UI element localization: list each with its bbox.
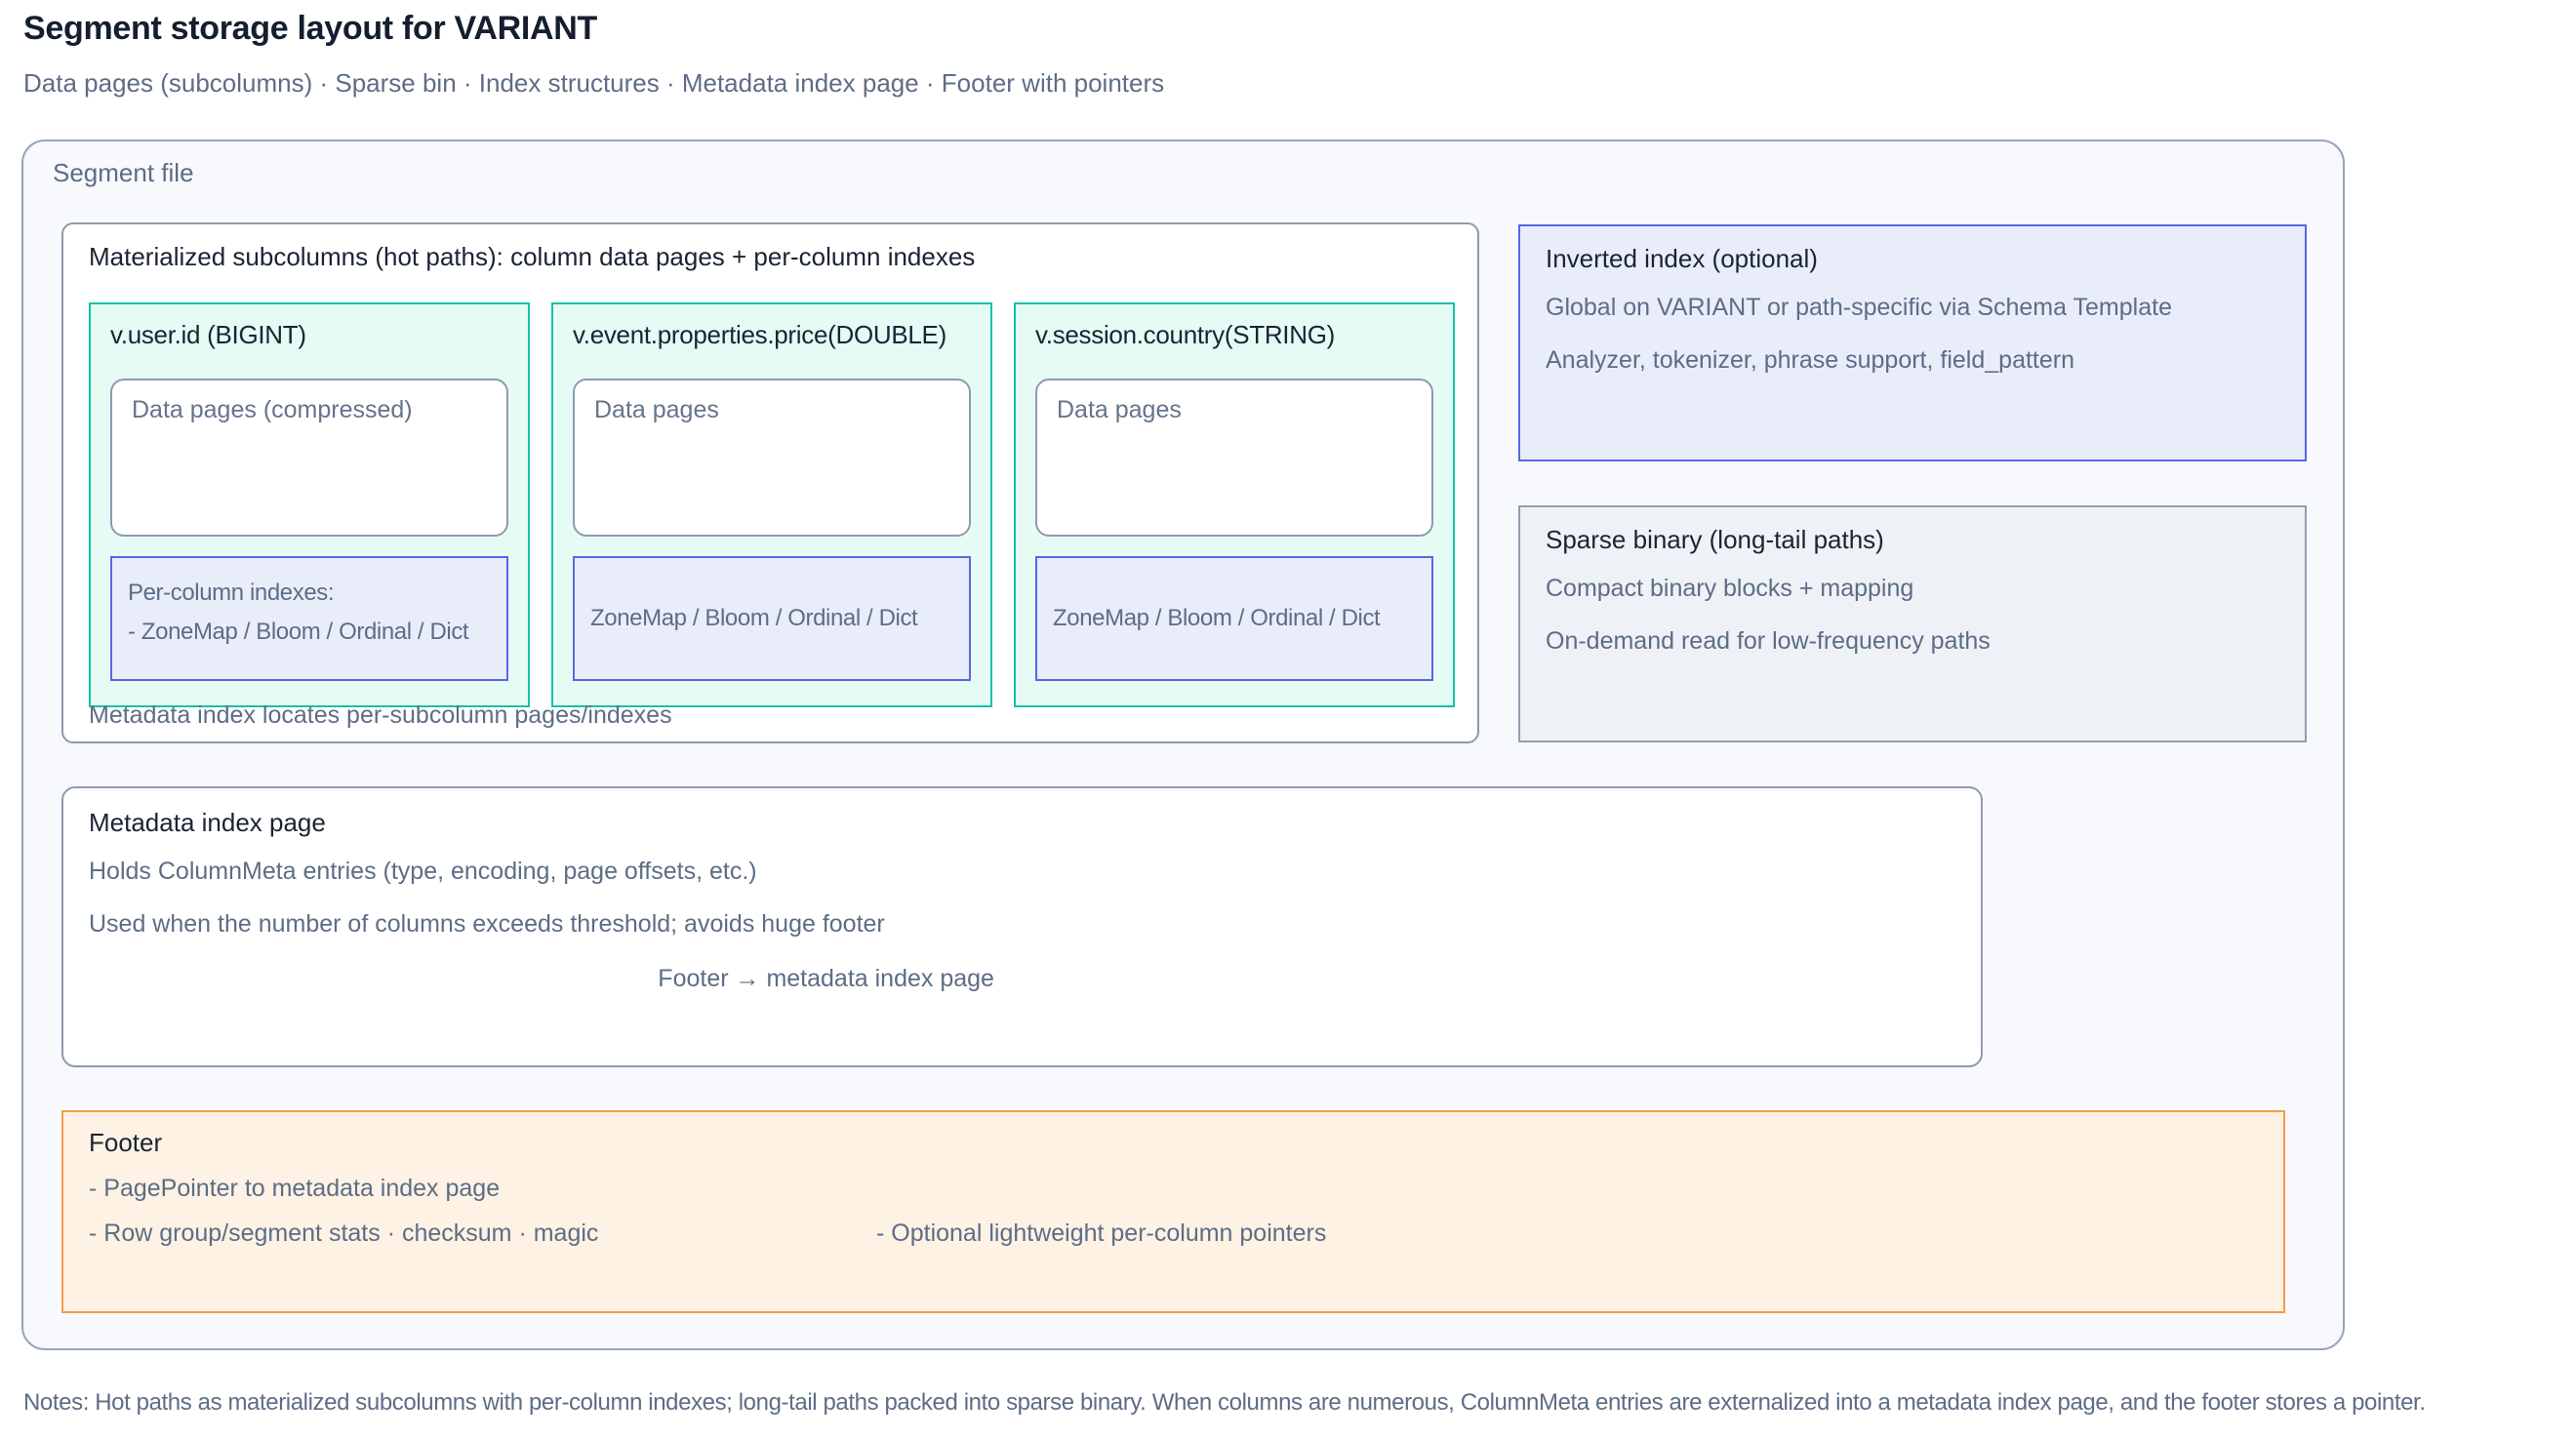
inverted-index-box: Inverted index (optional) Global on VARI… [1518,224,2307,461]
segment-file-panel: Segment file Materialized subcolumns (ho… [21,140,2345,1350]
footer-line-stats: - Row group/segment stats · checksum · m… [89,1220,2258,1248]
data-pages-label: Data pages (compressed) [132,396,413,423]
segment-file-label: Segment file [53,158,194,188]
footer-optional-pointers-text: - Optional lightweight per-column pointe… [876,1220,1326,1248]
footer-stats-text: - Row group/segment stats · checksum · m… [89,1220,598,1247]
footer-pointer-text: Footer → metadata index page [89,965,1563,993]
subcolumn-box-session-country: v.session.country(STRING) Data pages Zon… [1014,302,1455,707]
data-pages-box: Data pages [1035,379,1433,537]
page-title: Segment storage layout for VARIANT [23,10,597,48]
subcolumn-title: v.event.properties.price(DOUBLE) [573,320,946,350]
footer-line-pagepointer: - PagePointer to metadata index page [89,1175,2258,1203]
metadata-index-page-line: Holds ColumnMeta entries (type, encoding… [89,853,1955,891]
metadata-index-page-line: Used when the number of columns exceeds … [89,905,1955,943]
subcolumn-box-event-price: v.event.properties.price(DOUBLE) Data pa… [551,302,992,707]
subcolumn-box-user-id: v.user.id (BIGINT) Data pages (compresse… [89,302,530,707]
data-pages-label: Data pages [594,396,719,423]
notes-text: Notes: Hot paths as materialized subcolu… [23,1389,2560,1417]
sparse-binary-title: Sparse binary (long-tail paths) [1546,525,2279,555]
inverted-index-line: Analyzer, tokenizer, phrase support, fie… [1546,341,2279,380]
materialized-subcolumns-header: Materialized subcolumns (hot paths): col… [89,242,975,272]
data-pages-box: Data pages [573,379,971,537]
footer-title: Footer [89,1128,2258,1158]
per-column-index-box: ZoneMap / Bloom / Ordinal / Dict [573,556,971,681]
subcolumns-row: v.user.id (BIGINT) Data pages (compresse… [89,302,1455,707]
per-column-index-box: ZoneMap / Bloom / Ordinal / Dict [1035,556,1433,681]
inverted-index-line: Global on VARIANT or path-specific via S… [1546,289,2279,327]
data-pages-label: Data pages [1057,396,1182,423]
materialized-subcolumns-box: Materialized subcolumns (hot paths): col… [61,222,1479,743]
per-column-index-line: ZoneMap / Bloom / Ordinal / Dict [1053,605,1380,632]
data-pages-box: Data pages (compressed) [110,379,508,537]
per-column-index-line: ZoneMap / Bloom / Ordinal / Dict [590,605,917,632]
per-column-index-label: Per-column indexes: [128,574,506,613]
metadata-index-page-title: Metadata index page [89,808,1955,838]
sparse-binary-box: Sparse binary (long-tail paths) Compact … [1518,505,2307,742]
per-column-index-line: - ZoneMap / Bloom / Ordinal / Dict [128,613,506,652]
page-subtitle: Data pages (subcolumns) · Sparse bin · I… [23,68,1164,99]
sparse-binary-line: On-demand read for low-frequency paths [1546,622,2279,660]
materialized-caption: Metadata index locates per-subcolumn pag… [89,701,672,730]
subcolumn-title: v.user.id (BIGINT) [110,320,306,350]
footer-box: Footer - PagePointer to metadata index p… [61,1110,2285,1313]
sparse-binary-line: Compact binary blocks + mapping [1546,570,2279,608]
inverted-index-title: Inverted index (optional) [1546,244,2279,274]
metadata-index-page-box: Metadata index page Holds ColumnMeta ent… [61,786,1983,1067]
per-column-index-box: Per-column indexes: - ZoneMap / Bloom / … [110,556,508,681]
subcolumn-title: v.session.country(STRING) [1035,320,1335,350]
